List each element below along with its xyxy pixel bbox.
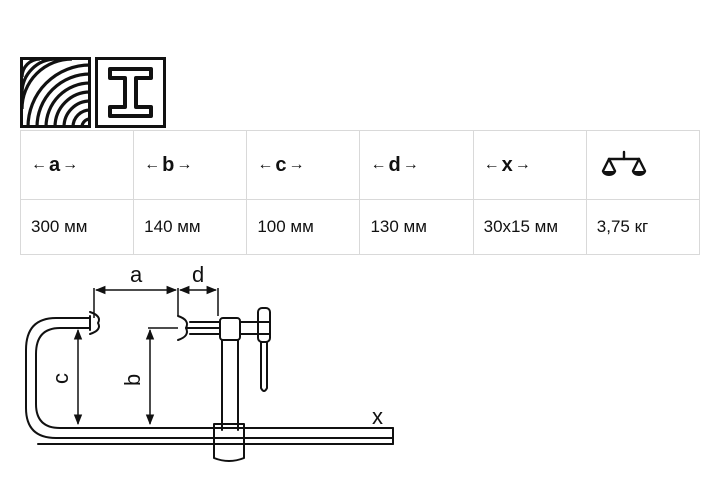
label-b: b: [120, 374, 145, 386]
table-values-row: 300 мм 140 мм 100 мм 130 мм 30x15 мм 3,7…: [19, 199, 701, 255]
value-d: 130 мм: [359, 199, 474, 255]
header-cell-a: ←a→: [19, 130, 135, 200]
header-cell-d: ←d→: [359, 130, 474, 200]
label-d: d: [192, 262, 204, 287]
material-icons: [20, 57, 166, 128]
value-b: 140 мм: [133, 199, 248, 255]
value-x: 30x15 мм: [472, 199, 587, 255]
header-cell-weight: [585, 130, 701, 200]
clamp-technical-drawing: a d c b x: [25, 262, 394, 462]
value-weight: 3,75 кг: [585, 199, 701, 255]
steel-i-beam-icon: [95, 57, 166, 128]
label-c: c: [48, 373, 73, 384]
label-x: x: [372, 404, 383, 429]
table-header-row: ←a→ ←b→ ←c→ ←d→ ←x→: [19, 130, 701, 200]
scale-weight-icon: [601, 150, 646, 176]
specs-table: ←a→ ←b→ ←c→ ←d→ ←x→: [19, 130, 701, 255]
label-a: a: [130, 262, 143, 287]
value-c: 100 мм: [246, 199, 361, 255]
wood-grain-icon: [20, 57, 91, 128]
header-cell-c: ←c→: [246, 130, 361, 200]
value-a: 300 мм: [19, 199, 135, 255]
header-cell-b: ←b→: [133, 130, 248, 200]
header-cell-x: ←x→: [472, 130, 587, 200]
